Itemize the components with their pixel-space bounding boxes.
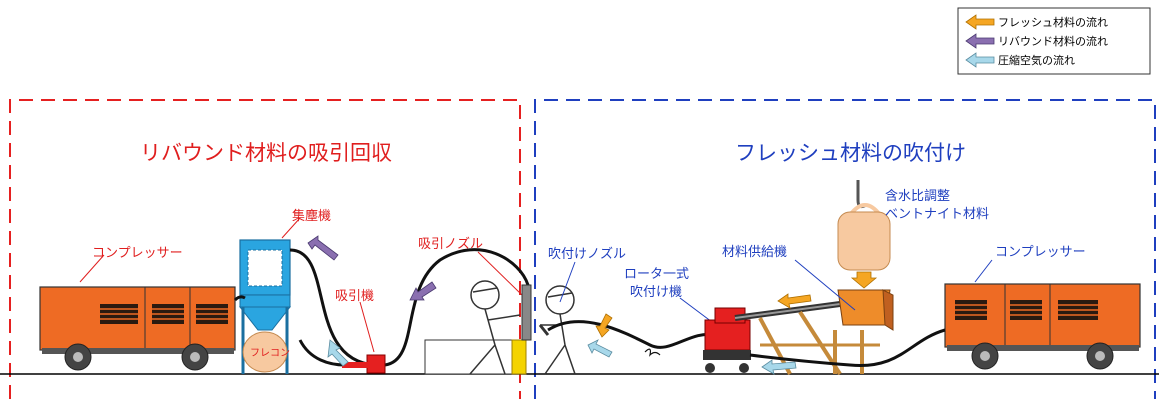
label-suction-nozzle: 吸引ノズル (418, 236, 483, 252)
label-feeder: 材料供給機 (722, 245, 787, 260)
air-hose-right (749, 328, 946, 368)
fresh-flow-arrow-icon (965, 14, 995, 30)
spray-nozzle-tool (538, 324, 550, 336)
fresh-arrow-2 (777, 293, 812, 309)
label-rotor-sprayer-2: 吹付け機 (630, 285, 682, 300)
suction-machine (342, 354, 386, 374)
legend-item-rebound: リバウンド材料の流れ (965, 33, 1108, 49)
label-dust-collector: 集塵機 (292, 208, 331, 224)
rebound-flow-arrow-icon (965, 33, 995, 49)
hose-dust-to-suction (289, 248, 376, 367)
legend: フレッシュ材料の流れ リバウンド材料の流れ 圧縮空気の流れ (957, 7, 1151, 75)
label-flecon: フレコン (250, 348, 290, 359)
conveyor (734, 297, 880, 376)
label-rotor-sprayer-1: ロータ一式 (624, 267, 689, 282)
left-section-border (9, 99, 521, 399)
legend-item-fresh: フレッシュ材料の流れ (965, 14, 1108, 30)
label-suction-machine: 吸引機 (335, 289, 374, 304)
rebound-arrow-1 (307, 235, 339, 261)
material-feeder (837, 289, 894, 331)
air-flow-arrow-icon (965, 52, 995, 68)
air-arrow-2 (587, 339, 613, 358)
legend-label-air: 圧縮空気の流れ (998, 53, 1075, 67)
label-compressor-right: コンプレッサー (995, 245, 1086, 260)
legend-item-air: 圧縮空気の流れ (965, 52, 1075, 68)
suction-nozzle-tool (521, 284, 532, 341)
right-section-border (534, 99, 1156, 399)
fresh-arrow-1 (595, 313, 613, 338)
air-arrow-3 (761, 359, 797, 375)
left-section-title: リバウンド材料の吸引回収 (140, 141, 392, 165)
label-bentonite: ベントナイト材料 (885, 207, 989, 222)
wall-block (511, 339, 527, 375)
flecon-bag: フレコン (242, 331, 290, 373)
label-spray-nozzle: 吹付けノズル (548, 246, 626, 262)
spray-hose (547, 320, 716, 349)
fresh-arrow-down (850, 271, 878, 289)
compressor-left (39, 286, 236, 371)
right-section-title: フレッシュ材料の吹付け (735, 141, 966, 165)
hose-suction-to-nozzle (384, 248, 530, 367)
worker-suction (469, 280, 521, 375)
label-compressor-left: コンプレッサー (92, 246, 183, 261)
legend-label-fresh: フレッシュ材料の流れ (998, 15, 1108, 29)
rebound-arrow-2 (409, 281, 437, 301)
label-water-adjust: 含水比調整 (885, 188, 950, 204)
legend-label-rebound: リバウンド材料の流れ (998, 34, 1108, 48)
compressor-right (944, 283, 1141, 370)
bentonite-bag (837, 180, 891, 271)
air-arrow-left (327, 339, 349, 367)
dust-collector (238, 239, 292, 374)
